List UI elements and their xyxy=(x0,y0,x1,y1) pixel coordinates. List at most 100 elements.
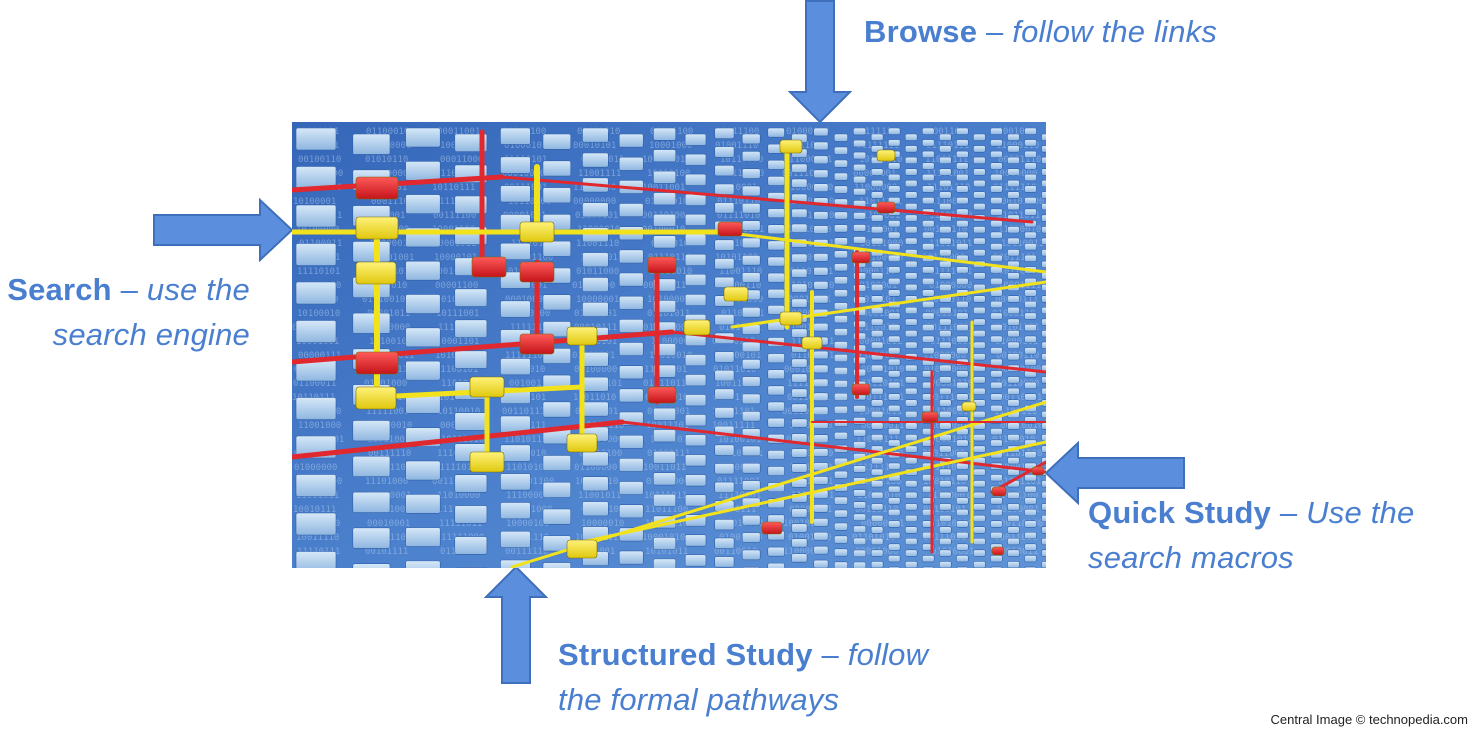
svg-text:10000101: 10000101 xyxy=(786,309,829,319)
svg-text:01011011: 01011011 xyxy=(643,379,686,389)
svg-text:00101100: 00101100 xyxy=(1001,197,1044,207)
search-title: Search xyxy=(7,272,112,307)
browse-title: Browse xyxy=(864,14,978,49)
svg-text:00100010: 00100010 xyxy=(369,421,412,431)
svg-text:00011100: 00011100 xyxy=(716,127,759,137)
svg-text:01100000: 01100000 xyxy=(574,365,617,375)
svg-text:00110011: 00110011 xyxy=(432,477,475,487)
svg-text:10111110: 10111110 xyxy=(852,463,895,473)
quick-study-arrow-left-icon xyxy=(1044,441,1185,505)
svg-text:10100000: 10100000 xyxy=(647,295,690,305)
svg-text:00010101: 00010101 xyxy=(573,141,616,151)
svg-text:11011010: 11011010 xyxy=(573,393,616,403)
svg-text:01001011: 01001011 xyxy=(992,127,1035,137)
svg-text:00110111: 00110111 xyxy=(502,407,545,417)
svg-text:11111011: 11111011 xyxy=(439,519,482,529)
svg-text:10100010: 10100010 xyxy=(297,309,340,319)
quick-study-separator: – xyxy=(1271,495,1307,530)
network-folders-image: 1000101101100010000110010110010000100010… xyxy=(292,122,1046,568)
svg-text:01000000: 01000000 xyxy=(294,463,337,473)
svg-text:10110011: 10110011 xyxy=(930,421,973,431)
svg-text:10110111: 10110111 xyxy=(432,183,475,193)
svg-text:00111110: 00111110 xyxy=(368,449,411,459)
svg-text:10111001: 10111001 xyxy=(436,309,479,319)
svg-text:00001101: 00001101 xyxy=(922,127,965,137)
svg-text:00010001: 00010001 xyxy=(432,267,475,277)
svg-text:01111010: 01111010 xyxy=(717,211,760,221)
svg-text:10101011: 10101011 xyxy=(645,547,688,557)
svg-text:11001000: 11001000 xyxy=(298,421,341,431)
svg-text:11010001: 11010001 xyxy=(714,183,757,193)
svg-text:11011011: 11011011 xyxy=(783,141,826,151)
svg-text:11000000: 11000000 xyxy=(854,183,897,193)
svg-text:11000011: 11000011 xyxy=(789,155,832,165)
svg-text:10011111: 10011111 xyxy=(712,421,755,431)
svg-text:01111001: 01111001 xyxy=(717,477,760,487)
svg-text:00000011: 00000011 xyxy=(861,519,904,529)
svg-text:01101000: 01101000 xyxy=(364,379,407,389)
svg-text:00111000: 00111000 xyxy=(928,393,971,403)
svg-text:00100110: 00100110 xyxy=(718,281,761,291)
svg-text:10010111: 10010111 xyxy=(293,505,336,515)
svg-text:01111110: 01111110 xyxy=(993,183,1036,193)
svg-text:11001100: 11001100 xyxy=(510,253,553,263)
svg-text:01011010: 01011010 xyxy=(713,365,756,375)
svg-text:11111101: 11111101 xyxy=(787,379,830,389)
svg-text:11010010: 11010010 xyxy=(788,225,831,235)
svg-text:00010001: 00010001 xyxy=(367,519,410,529)
svg-text:01101011: 01101011 xyxy=(647,309,690,319)
svg-text:10011001: 10011001 xyxy=(715,379,758,389)
svg-text:10110000: 10110000 xyxy=(720,155,763,165)
svg-text:01101011: 01101011 xyxy=(790,267,833,277)
browse-separator: – xyxy=(977,14,1013,49)
svg-text:00110000: 00110000 xyxy=(1000,519,1043,529)
search-description: use the search engine xyxy=(52,272,250,352)
svg-text:00011001: 00011001 xyxy=(922,449,965,459)
svg-text:11011100: 11011100 xyxy=(645,505,688,515)
svg-text:10000001: 10000001 xyxy=(576,295,619,305)
svg-text:01100011: 01100011 xyxy=(293,379,336,389)
svg-text:01001110: 01001110 xyxy=(788,533,831,543)
svg-text:00011101: 00011101 xyxy=(993,253,1036,263)
svg-text:00001110: 00001110 xyxy=(930,379,973,389)
svg-text:11001111: 11001111 xyxy=(578,169,621,179)
svg-text:11000011: 11000011 xyxy=(783,547,826,557)
svg-text:11001011: 11001011 xyxy=(578,491,621,501)
svg-text:01110010: 01110010 xyxy=(362,295,405,305)
svg-text:11100010: 11100010 xyxy=(860,253,903,263)
svg-text:00101111: 00101111 xyxy=(713,393,756,403)
svg-text:10001000: 10001000 xyxy=(649,141,692,151)
svg-text:00010010: 00010010 xyxy=(1000,421,1043,431)
svg-text:01111011: 01111011 xyxy=(434,463,477,473)
svg-text:00100110: 00100110 xyxy=(509,379,552,389)
svg-text:10011000: 10011000 xyxy=(993,267,1036,277)
svg-text:01101100: 01101100 xyxy=(999,449,1042,459)
svg-text:11111111: 11111111 xyxy=(854,127,897,137)
svg-text:10111010: 10111010 xyxy=(924,463,967,473)
svg-text:01001110: 01001110 xyxy=(715,141,758,151)
svg-text:11110110: 11110110 xyxy=(511,239,554,249)
svg-text:10001011: 10001011 xyxy=(433,239,476,249)
svg-text:11111100: 11111100 xyxy=(505,351,548,361)
svg-text:00000000: 00000000 xyxy=(573,197,616,207)
svg-text:11000000: 11000000 xyxy=(651,337,694,347)
svg-text:00010001: 00010001 xyxy=(505,295,548,305)
svg-text:00111000: 00111000 xyxy=(926,323,969,333)
svg-text:01010001: 01010001 xyxy=(931,547,974,557)
svg-text:01011000: 01011000 xyxy=(576,267,619,277)
svg-text:01100000: 01100000 xyxy=(574,463,617,473)
svg-text:11111001: 11111001 xyxy=(366,407,409,417)
svg-text:00110010: 00110010 xyxy=(714,547,757,557)
svg-text:00100110: 00100110 xyxy=(298,155,341,165)
structured-study-description: follow the formal pathways xyxy=(558,637,929,717)
svg-text:01010110: 01010110 xyxy=(365,155,408,165)
browse-label: Browse – follow the links xyxy=(864,9,1217,54)
svg-text:00011000: 00011000 xyxy=(440,155,483,165)
svg-text:01000010: 01000010 xyxy=(786,127,829,137)
svg-text:01010011: 01010011 xyxy=(719,323,762,333)
svg-text:00010000: 00010000 xyxy=(502,169,545,179)
svg-text:01001000: 01001000 xyxy=(719,533,762,543)
svg-text:10001001: 10001001 xyxy=(371,253,414,263)
svg-text:10000100: 10000100 xyxy=(790,183,833,193)
svg-text:01100010: 01100010 xyxy=(366,127,409,137)
